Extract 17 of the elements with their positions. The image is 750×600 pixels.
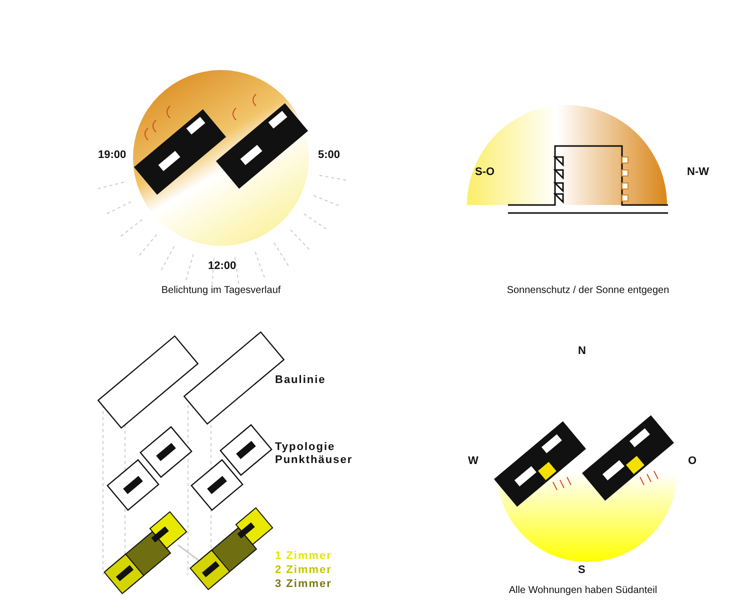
compass-direction-label: S-O xyxy=(475,166,495,179)
compass-direction-label: W xyxy=(468,455,478,468)
diagram-caption: Belichtung im Tagesverlauf xyxy=(161,284,281,297)
compass-direction-label: N xyxy=(578,345,586,358)
compass-direction-label: O xyxy=(688,455,697,468)
diagram-caption: Sonnenschutz / der Sonne entgegen xyxy=(506,284,670,297)
diagram-caption: Alle Wohnungen haben Südanteil xyxy=(508,584,658,597)
compass-direction-label: N-W xyxy=(687,166,709,179)
layer-heading: Baulinie xyxy=(275,374,327,387)
legend-label: 2 Zimmer xyxy=(275,564,332,577)
time-label: 5:00 xyxy=(318,149,340,162)
time-label: 19:00 xyxy=(98,149,126,162)
time-label: 12:00 xyxy=(208,260,236,273)
legend-label: 1 Zimmer xyxy=(275,550,332,563)
compass-direction-label: S xyxy=(578,564,586,577)
layer-heading: Typologie Punkthäuser xyxy=(275,441,354,467)
legend-label: 3 Zimmer xyxy=(275,578,332,591)
